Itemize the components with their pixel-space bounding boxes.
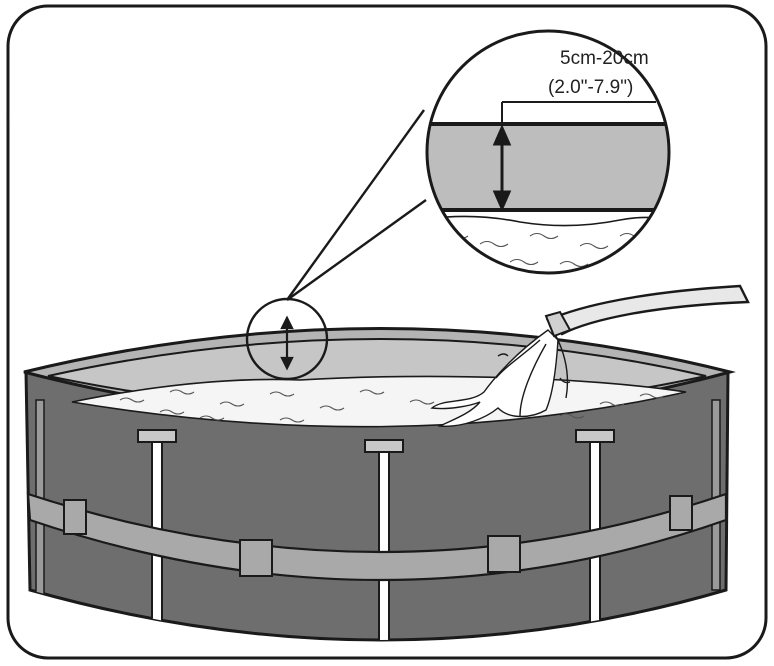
belt-buckles [63, 495, 693, 577]
depth-arrow-icon [492, 124, 512, 212]
inset-wall [427, 124, 669, 210]
depth-range-metric: 5cm-20cm [560, 48, 649, 69]
water-ripples [119, 389, 665, 423]
pool [23, 327, 736, 642]
hose-nozzle [544, 310, 572, 338]
depth-range-imperial: (2.0"-7.9") [548, 77, 633, 98]
hose [545, 284, 750, 336]
leg-caps [137, 429, 615, 453]
water-splash [430, 329, 571, 427]
callout-pointer [286, 109, 427, 301]
zoom-circle [425, 29, 671, 275]
detail-circle [245, 297, 329, 381]
small-depth-arrow-icon [280, 315, 294, 371]
